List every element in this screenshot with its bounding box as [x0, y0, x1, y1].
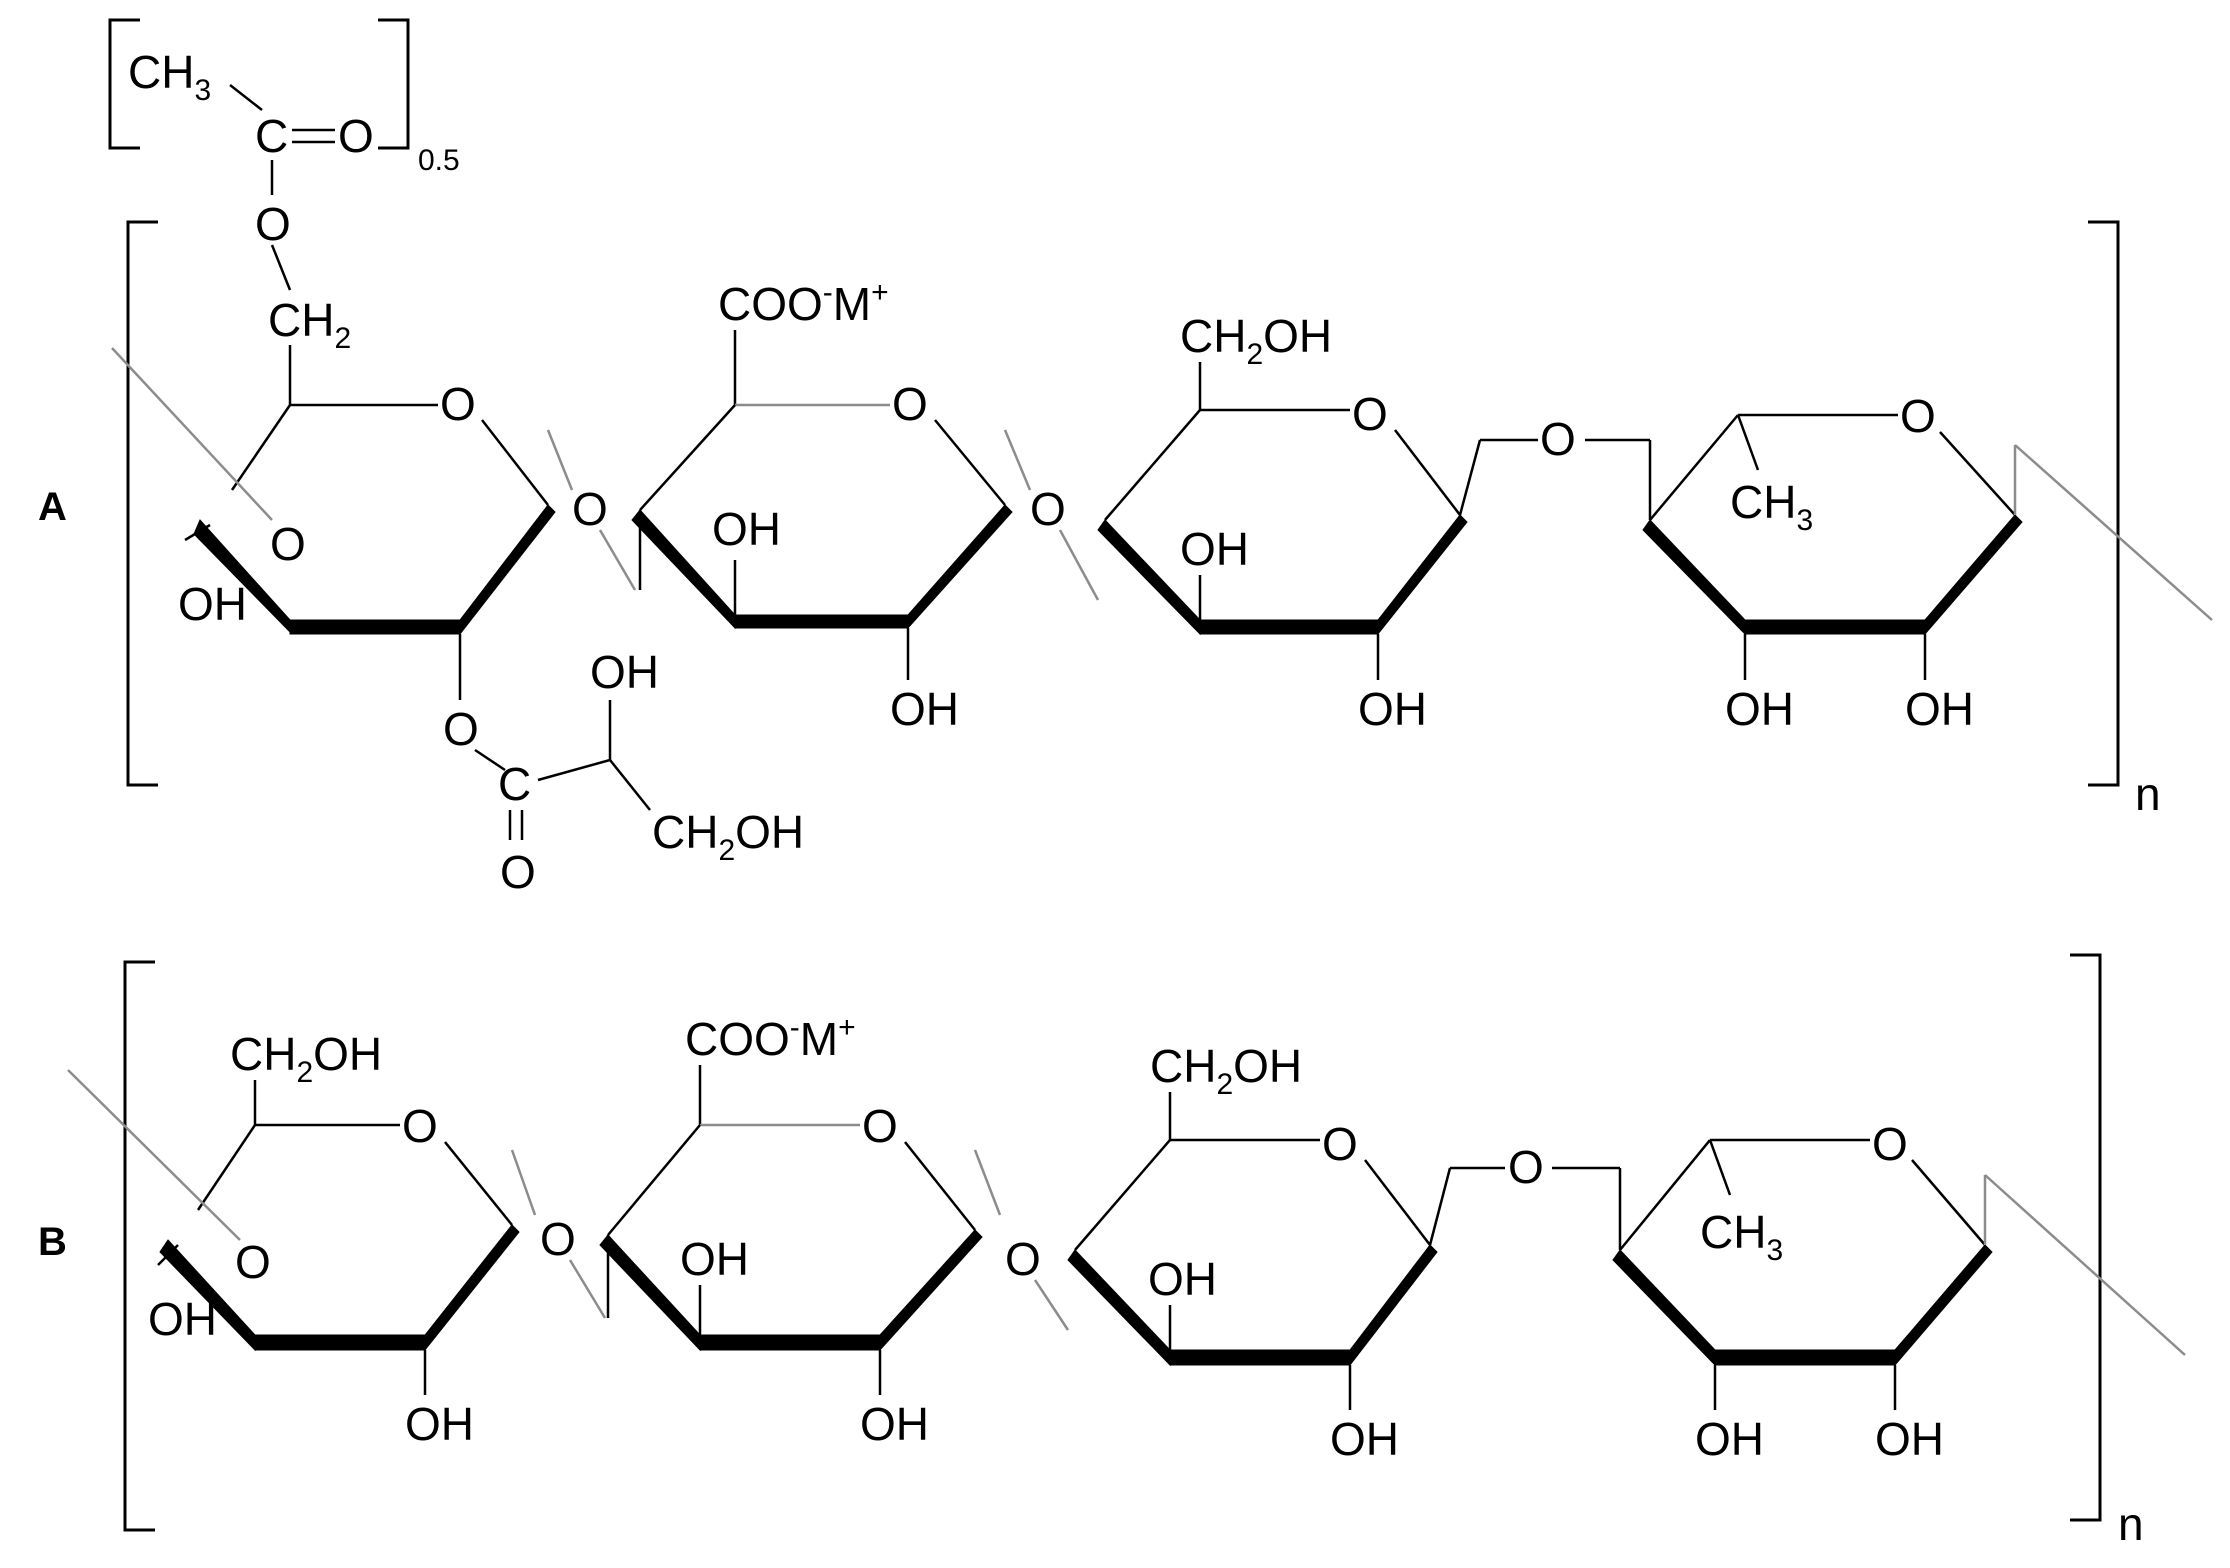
hydroxyl-label: OH [890, 683, 959, 735]
acetyl-fraction: 0.5 [418, 144, 460, 177]
repeat-bracket-right-b [2070, 953, 2102, 1522]
hydroxyl-label: OH [860, 1398, 929, 1450]
hydroxyl-label: OH [1330, 1413, 1399, 1465]
ring-4-b: O CH3 OH OH [1612, 1118, 2186, 1465]
carboxylate-label: COO-M+ [718, 276, 889, 330]
ring-oxygen: O [892, 378, 928, 430]
bond-ch3-c [229, 84, 263, 111]
hydroxymethyl-label: CH2OH [1180, 310, 1332, 371]
ring-1-b: CH2OH O O OH OH [67, 1028, 520, 1450]
hydroxyl-label: OH [405, 1398, 474, 1450]
hydroxyl-label: OH [1148, 1253, 1217, 1305]
ring-2-a: COO-M+ O OH OH [631, 276, 1013, 735]
glycosidic-oxygen: O [572, 483, 608, 535]
ring-oxygen: O [402, 1100, 438, 1152]
glycosidic-oxygen: O [1030, 483, 1066, 535]
carbonyl-carbon-label: C [498, 758, 531, 810]
hydroxyl-label: OH [1358, 683, 1427, 735]
hydroxymethyl-label: CH2OH [230, 1028, 382, 1089]
hydroxyl-label: OH [1875, 1413, 1944, 1465]
ring-oxygen: O [1872, 1118, 1908, 1170]
glycosidic-oxygen: O [1005, 1233, 1041, 1285]
ring-oxygen: O [1322, 1118, 1358, 1170]
acetyl-carbon-label: C [255, 110, 288, 162]
bond-o-ch2 [270, 244, 292, 291]
repeat-bracket-left-b [123, 960, 155, 1532]
ring-3-b: CH2OH O OH OH [1067, 1040, 1505, 1465]
hydroxymethyl-label: CH2OH [1150, 1040, 1302, 1101]
carbonyl-oxygen-label: O [500, 846, 536, 898]
panel-label-b: B [38, 1220, 67, 1264]
ring-4-a: O CH3 OH OH [1642, 390, 2213, 735]
ester-oxygen-label: O [443, 703, 479, 755]
ester-oxygen-label: O [255, 198, 291, 250]
ring-oxygen: O [1900, 390, 1936, 442]
acetyl-methyl-label: CH3 [128, 46, 211, 107]
glycosidic-oxygen: O [1540, 413, 1576, 465]
hydroxyl-label: OH [1180, 523, 1249, 575]
ring-oxygen: O [862, 1100, 898, 1152]
hydroxyl-label: OH [590, 646, 659, 698]
hydroxyl-label: OH [178, 578, 247, 630]
methyl-label: CH3 [1700, 1206, 1783, 1267]
ring-1-a: O O OH O C O OH CH2OH [111, 347, 804, 898]
ring-2-b: COO-M+ O OH OH [599, 1011, 983, 1450]
hydroxyl-label: OH [1695, 1413, 1764, 1465]
structure-a: A n 0.5 CH3 C O O CH2 O O [38, 18, 2213, 898]
hydroxymethyl-label: CH2OH [652, 806, 804, 867]
ring-oxygen-bridge: O [270, 518, 306, 570]
carboxylate-label: COO-M+ [685, 1011, 856, 1065]
structure-b: B n CH2OH O O OH OH O COO-M+ [38, 953, 2186, 1550]
repeat-n-b: n [2118, 1498, 2144, 1550]
carbonyl-oxygen-label: O [338, 110, 374, 162]
hydroxyl-label: OH [680, 1233, 749, 1285]
methyl-label: CH3 [1730, 476, 1813, 537]
panel-label-a: A [38, 485, 67, 529]
hydroxyl-label: OH [1905, 683, 1974, 735]
repeat-bracket-right-a [2088, 220, 2120, 787]
hydroxyl-label: OH [148, 1293, 217, 1345]
glycosidic-oxygen: O [540, 1213, 576, 1265]
acetyl-bracket-right [378, 18, 410, 150]
repeat-bracket-left-a [126, 220, 158, 787]
ring-oxygen: O [440, 378, 476, 430]
ring-oxygen: O [1352, 388, 1388, 440]
ring-oxygen-bridge: O [235, 1236, 271, 1288]
acetyl-bracket-left [108, 18, 140, 150]
ring-3-a: CH2OH O OH OH [1097, 310, 1538, 735]
hydroxyl-label: OH [1725, 683, 1794, 735]
hydroxyl-label: OH [712, 503, 781, 555]
methylene-label: CH2 [268, 294, 351, 355]
glycosidic-oxygen: O [1508, 1141, 1544, 1193]
repeat-n-a: n [2135, 768, 2161, 820]
